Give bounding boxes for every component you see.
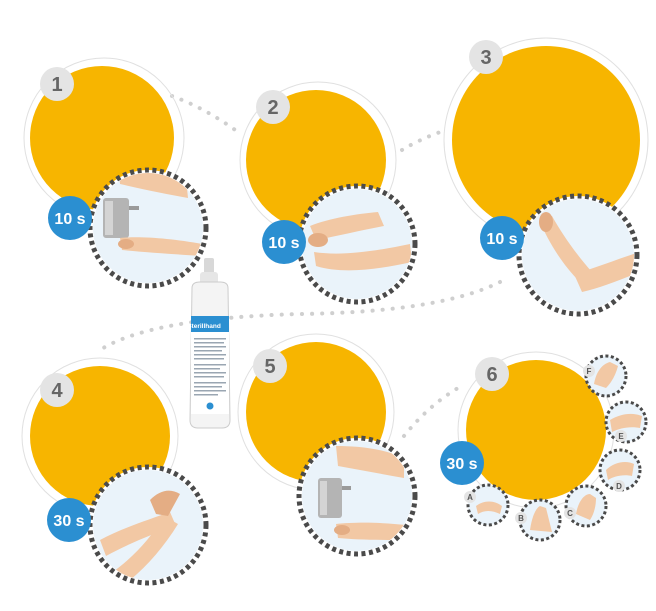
step-1: 1 10 s — [23, 57, 209, 289]
step-1-time: 10 s — [54, 211, 85, 228]
step-6-time-badge — [440, 441, 484, 485]
substep-b-label: B — [518, 514, 524, 523]
connector-2-3 — [400, 128, 448, 152]
substep-a-label: A — [467, 493, 473, 502]
substep-b: B — [515, 498, 562, 542]
step-3-number-badge — [469, 40, 503, 74]
step-6-time: 30 s — [446, 456, 477, 473]
step-5: 5 — [237, 333, 418, 557]
step-1-number: 1 — [51, 74, 62, 96]
step-4-time: 30 s — [53, 513, 84, 530]
substep-c: C — [564, 484, 608, 528]
bottle-cap — [204, 258, 214, 274]
step-1-time-badge — [48, 196, 92, 240]
bottle-fine-print — [194, 338, 226, 396]
step-3-lens — [522, 199, 634, 311]
step-4-time-badge — [47, 498, 91, 542]
step-2-illustration — [308, 212, 412, 271]
step-6: 6 30 s A B C D — [440, 351, 648, 542]
connector-dots — [98, 94, 502, 438]
lower-hand-shape — [120, 237, 202, 256]
step-3-time-badge — [480, 216, 524, 260]
substep-d: D — [598, 448, 642, 492]
step-5-number: 5 — [264, 356, 275, 378]
step-4-number-badge — [40, 373, 74, 407]
step-2-number: 2 — [267, 97, 278, 119]
step-2-time: 10 s — [268, 235, 299, 252]
step-2-lens — [302, 189, 412, 299]
step-2-time-badge — [262, 220, 306, 264]
step-6-sun — [466, 360, 606, 500]
substep-e: E — [604, 400, 648, 444]
step-2-number-badge — [256, 90, 290, 124]
substep-f: F — [583, 354, 628, 398]
substep-e-label: E — [618, 432, 624, 441]
step-1-number-badge — [40, 67, 74, 101]
connector-1-2 — [170, 94, 240, 134]
bottle-brand: Sterillhand — [187, 323, 221, 330]
sanitizer-bottle: Sterillhand — [187, 258, 231, 429]
step-3-number: 3 — [480, 47, 491, 69]
step-2: 2 10 s — [239, 81, 418, 305]
connector-3-4 — [98, 280, 502, 352]
connector-5-6 — [402, 386, 460, 438]
step-4-illustration — [100, 490, 180, 580]
substep-f-label: F — [587, 367, 592, 376]
substep-a: A — [464, 483, 510, 527]
step-3-sun — [452, 46, 640, 234]
substep-d-label: D — [616, 482, 622, 491]
step-3-time: 10 s — [486, 231, 517, 248]
step-4-number: 4 — [51, 380, 63, 402]
step-1-illustration — [103, 173, 202, 256]
upper-arm-shape — [118, 173, 188, 198]
step-3: 3 10 s — [443, 37, 649, 317]
step-6-number: 6 — [486, 364, 497, 386]
step-6-number-badge — [475, 357, 509, 391]
step-5-illustration — [318, 446, 412, 540]
step-5-number-badge — [253, 349, 287, 383]
substep-c-label: C — [567, 509, 573, 518]
step-3-illustration — [539, 212, 634, 292]
bottle-logo-icon — [206, 402, 214, 410]
step-4: 4 30 s — [21, 357, 209, 586]
